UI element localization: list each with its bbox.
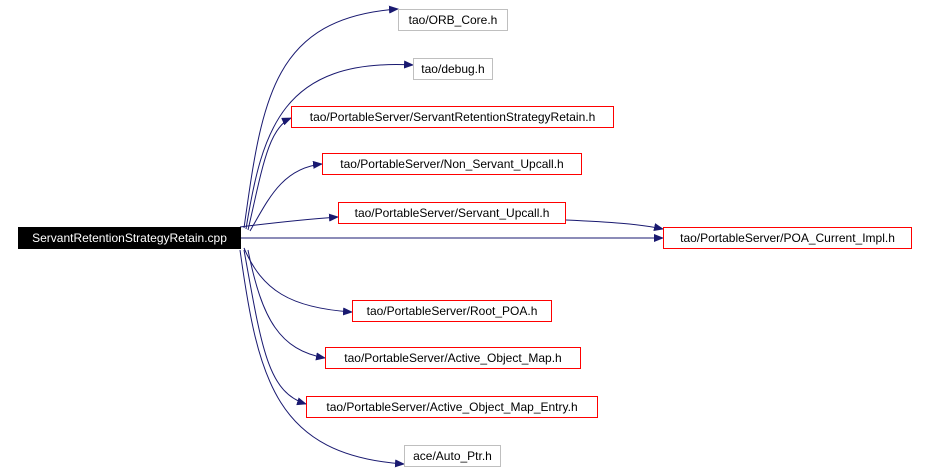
node-orb-core-h[interactable]: tao/ORB_Core.h: [398, 9, 508, 31]
edge-root-to-debug: [245, 60, 414, 230]
node-auto-ptr-h[interactable]: ace/Auto_Ptr.h: [404, 445, 501, 467]
edge-root-to-root-poa: [243, 247, 353, 316]
edge-root-to-active-object-map-entry: [243, 249, 307, 406]
edge-root-to-non-servant-upcall: [249, 160, 323, 232]
node-servant-retention-strategy-retain-cpp[interactable]: ServantRetentionStrategyRetain.cpp: [18, 227, 241, 249]
edge-root-to-orb-core: [243, 5, 399, 229]
node-root-poa-h[interactable]: tao/PortableServer/Root_POA.h: [352, 300, 552, 322]
node-debug-h[interactable]: tao/debug.h: [413, 58, 493, 80]
edge-root-to-active-object-map: [247, 249, 326, 361]
node-active-object-map-entry-h[interactable]: tao/PortableServer/Active_Object_Map_Ent…: [306, 396, 598, 418]
node-servant-upcall-h[interactable]: tao/PortableServer/Servant_Upcall.h: [338, 202, 566, 224]
edge-root-to-servant-upcall: [239, 213, 339, 228]
edge-root-to-srs-retain-h: [247, 117, 292, 231]
node-servant-retention-strategy-retain-h[interactable]: tao/PortableServer/ServantRetentionStrat…: [291, 106, 614, 128]
node-poa-current-impl-h[interactable]: tao/PortableServer/POA_Current_Impl.h: [663, 227, 912, 249]
node-active-object-map-h[interactable]: tao/PortableServer/Active_Object_Map.h: [325, 347, 581, 369]
edge-root-to-auto-ptr: [239, 249, 405, 468]
node-non-servant-upcall-h[interactable]: tao/PortableServer/Non_Servant_Upcall.h: [322, 153, 582, 175]
edge-servant-upcall-to-poa-current-impl: [565, 219, 664, 231]
